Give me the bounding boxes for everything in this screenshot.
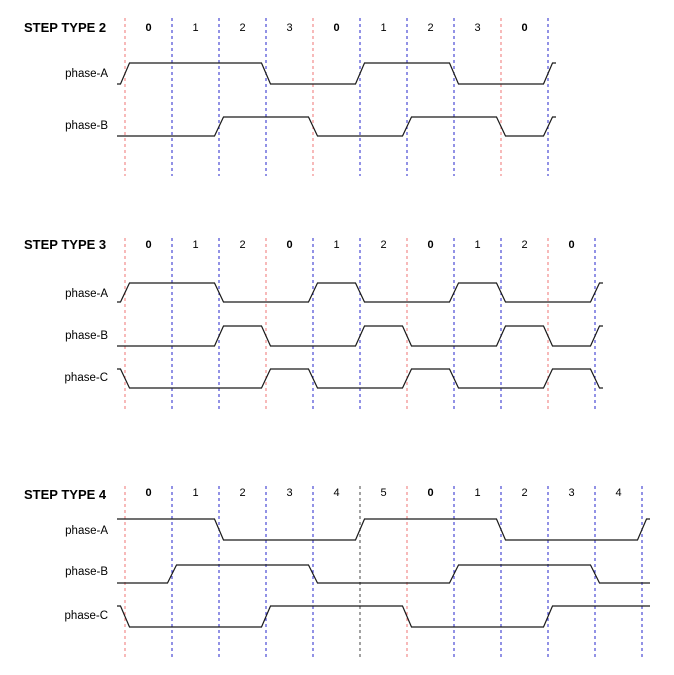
- step-label-1-1: 1: [192, 22, 198, 34]
- section-step-type-2: STEP TYPE 2 0 1 2 3 0 1 2 3 0 phase-A phase-B: [24, 18, 556, 176]
- phase-label-phase-B-step-type-4: phase-B: [65, 566, 108, 578]
- step-label-0-6: 0: [427, 239, 433, 251]
- waveform-phase-B-step-type-4: [117, 564, 650, 584]
- step-label-2-6: 2: [427, 22, 433, 34]
- step-label-4-4: 4: [333, 487, 339, 499]
- step-label-3-3: 3: [286, 487, 292, 499]
- step-label-3-9: 3: [568, 487, 574, 499]
- step-label-0-4: 0: [333, 22, 339, 34]
- step-label-5-5: 5: [380, 487, 386, 499]
- step-label-0-0: 0: [145, 22, 151, 34]
- waveform-phase-C-step-type-3: [117, 368, 603, 389]
- phase-label-phase-A-step-type-2: phase-A: [65, 68, 108, 80]
- step-label-1-4: 1: [333, 239, 339, 251]
- step-label-0-3: 0: [286, 239, 292, 251]
- phase-label-phase-C-step-type-3: phase-C: [65, 372, 108, 384]
- phase-label-phase-C-step-type-4: phase-C: [65, 610, 108, 622]
- phase-label-phase-B-step-type-3: phase-B: [65, 330, 108, 342]
- step-label-0-6: 0: [427, 487, 433, 499]
- section-title-step-type-2: STEP TYPE 2: [24, 20, 106, 35]
- waveform-phase-A-step-type-2: [117, 62, 556, 85]
- step-label-3-3: 3: [286, 22, 292, 34]
- step-label-0-0: 0: [145, 239, 151, 251]
- step-label-1-1: 1: [192, 487, 198, 499]
- step-label-2-5: 2: [380, 239, 386, 251]
- waveform-phase-C-step-type-4: [117, 605, 650, 628]
- waveform-phase-A-step-type-4: [117, 518, 650, 541]
- phase-label-phase-B-step-type-2: phase-B: [65, 120, 108, 132]
- step-label-2-8: 2: [521, 239, 527, 251]
- section-step-type-3: STEP TYPE 3 0 1 2 0 1 2 0 1 2 0 phase-A phase-B phase…: [24, 237, 603, 412]
- waveform-phase-B-step-type-3: [117, 325, 603, 347]
- step-label-1-1: 1: [192, 239, 198, 251]
- step-label-2-2: 2: [239, 22, 245, 34]
- step-label-4-10: 4: [615, 487, 621, 499]
- step-label-1-5: 1: [380, 22, 386, 34]
- section-title-step-type-4: STEP TYPE 4: [24, 487, 107, 502]
- step-label-1-7: 1: [474, 487, 480, 499]
- step-label-2-8: 2: [521, 487, 527, 499]
- step-label-0-9: 0: [568, 239, 574, 251]
- step-label-1-7: 1: [474, 239, 480, 251]
- waveform-phase-B-step-type-2: [117, 116, 556, 137]
- step-label-2-2: 2: [239, 487, 245, 499]
- section-step-type-4: STEP TYPE 4 0 1 2 3 4 5 0 1 2 3 4 phase-A phase-B phas…: [24, 486, 650, 658]
- step-label-0-0: 0: [145, 487, 151, 499]
- phase-label-phase-A-step-type-4: phase-A: [65, 525, 108, 537]
- step-label-2-2: 2: [239, 239, 245, 251]
- step-label-3-7: 3: [474, 22, 480, 34]
- waveform-phase-A-step-type-3: [117, 282, 603, 303]
- step-label-0-8: 0: [521, 22, 527, 34]
- section-title-step-type-3: STEP TYPE 3: [24, 237, 106, 252]
- phase-label-phase-A-step-type-3: phase-A: [65, 288, 108, 300]
